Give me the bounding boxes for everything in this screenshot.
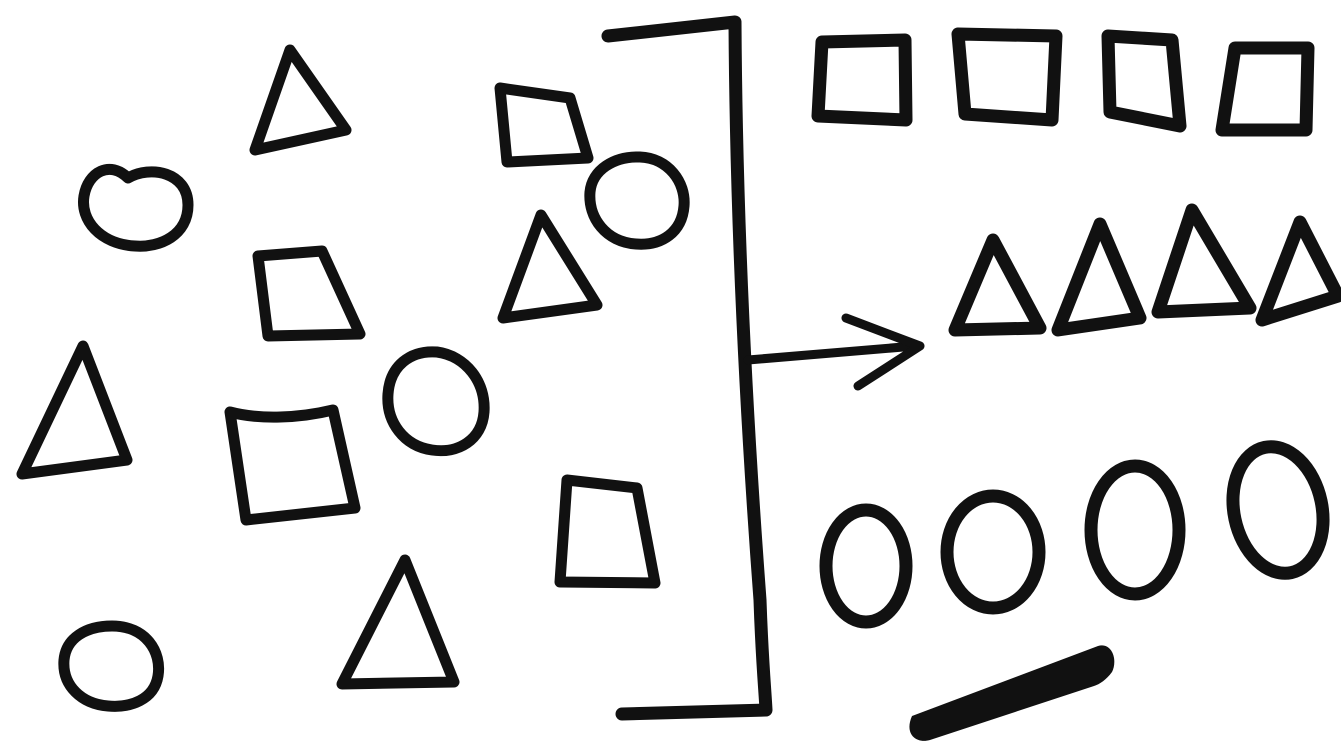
square-shape [560,480,655,583]
triangle-shape [503,215,597,318]
triangle-shape [342,560,454,684]
chalk-stick [909,645,1114,740]
triangle-shape [1058,224,1140,330]
square-shape [500,88,588,162]
circle-shape [1091,466,1179,594]
circle-shape [64,626,159,706]
triangle-shape [955,240,1040,330]
sorted-circles-row [826,438,1334,622]
square-shape [1222,48,1308,130]
unsorted-shapes-group [22,50,684,706]
circle-shape [947,496,1039,608]
triangle-shape [255,50,346,150]
arrow [748,318,920,386]
square-shape [818,40,906,120]
triangle-shape [1158,210,1250,312]
triangle-shape [1262,222,1338,320]
bracket [608,22,766,714]
circle-shape [590,157,684,244]
square-shape [258,251,360,336]
circle-shape [83,169,188,246]
circle-shape [826,510,906,622]
square-shape [958,34,1056,120]
circle-shape [388,352,484,451]
sorted-triangles-row [955,210,1338,330]
triangle-shape [22,346,127,474]
square-shape [230,410,355,520]
circle-shape [1222,438,1335,581]
sorted-squares-row [818,34,1308,130]
square-shape [1108,36,1180,126]
